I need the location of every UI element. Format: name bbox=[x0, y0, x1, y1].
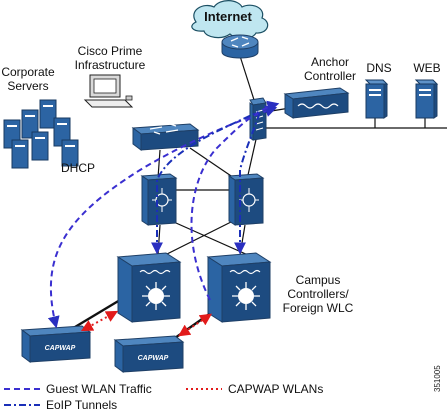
internet-label: Internet bbox=[204, 9, 252, 24]
campus-controllers-label-1: Campus bbox=[296, 273, 341, 287]
link-campus-ap-left bbox=[69, 298, 121, 332]
cisco-prime-workstation: Cisco Prime Infrastructure bbox=[75, 44, 146, 108]
server-icon bbox=[419, 89, 431, 91]
campus-controller-left bbox=[116, 252, 182, 323]
dhcp-label: DHCP bbox=[61, 161, 95, 175]
link-anchor-switch-dist bbox=[247, 134, 258, 176]
access-point-right: CAPWAP bbox=[113, 335, 185, 373]
link-dist-down-left bbox=[157, 224, 161, 256]
dns-server: DNS bbox=[364, 61, 392, 119]
anchor-controller-label-2: Controller bbox=[304, 69, 356, 83]
cisco-prime-label-2: Infrastructure bbox=[75, 58, 146, 72]
corporate-servers: Corporate Servers DHCP bbox=[1, 65, 95, 175]
server-icon bbox=[369, 89, 381, 91]
router-icon bbox=[230, 36, 250, 48]
link-router-anchor-switch bbox=[239, 55, 256, 104]
legend-capwap-label: CAPWAP WLANs bbox=[228, 382, 323, 396]
figure-id: 351005 bbox=[433, 365, 442, 392]
capwap-ap-label: CAPWAP bbox=[45, 345, 76, 352]
dns-label: DNS bbox=[366, 61, 391, 75]
anchor-controller: Anchor Controller bbox=[283, 55, 356, 119]
web-label: WEB bbox=[413, 61, 440, 75]
wlc-icon bbox=[297, 103, 339, 109]
campus-controllers-label-2: Controllers/ bbox=[287, 287, 349, 301]
legend-guest-label: Guest WLAN Traffic bbox=[46, 382, 152, 396]
distribution-switch-left bbox=[140, 173, 178, 226]
multilayer-icon bbox=[238, 288, 254, 304]
server-icon bbox=[3, 99, 79, 169]
traffic-paths bbox=[47, 100, 280, 337]
distribution-switch-right bbox=[227, 173, 265, 226]
keyboard-icon bbox=[83, 99, 134, 108]
web-server: WEB bbox=[413, 61, 441, 119]
capwap-path-left bbox=[80, 310, 119, 332]
corporate-servers-label-1: Corporate bbox=[1, 65, 55, 79]
access-point-left: CAPWAP bbox=[20, 325, 92, 363]
capwap-ap-label: CAPWAP bbox=[138, 355, 169, 362]
capwap-path-right bbox=[178, 313, 212, 337]
anchor-controller-label-1: Anchor bbox=[311, 55, 349, 69]
eoip-tunnel-left bbox=[151, 111, 259, 255]
legend: Guest WLAN Traffic CAPWAP WLANs EoIP Tun… bbox=[4, 382, 323, 412]
campus-controller-right bbox=[206, 252, 272, 323]
legend-eoip-label: EoIP Tunnels bbox=[46, 398, 117, 412]
core-switch bbox=[131, 123, 200, 151]
cisco-prime-label-1: Cisco Prime bbox=[78, 44, 143, 58]
corporate-servers-label-2: Servers bbox=[7, 79, 48, 93]
multilayer-icon bbox=[148, 288, 164, 304]
internet-cloud: Internet bbox=[191, 0, 269, 39]
eoip-tunnel-right bbox=[234, 111, 261, 255]
cloud-icon bbox=[191, 0, 269, 39]
internet-router bbox=[221, 34, 259, 59]
campus-controllers-label-3: Foreign WLC bbox=[283, 301, 354, 315]
